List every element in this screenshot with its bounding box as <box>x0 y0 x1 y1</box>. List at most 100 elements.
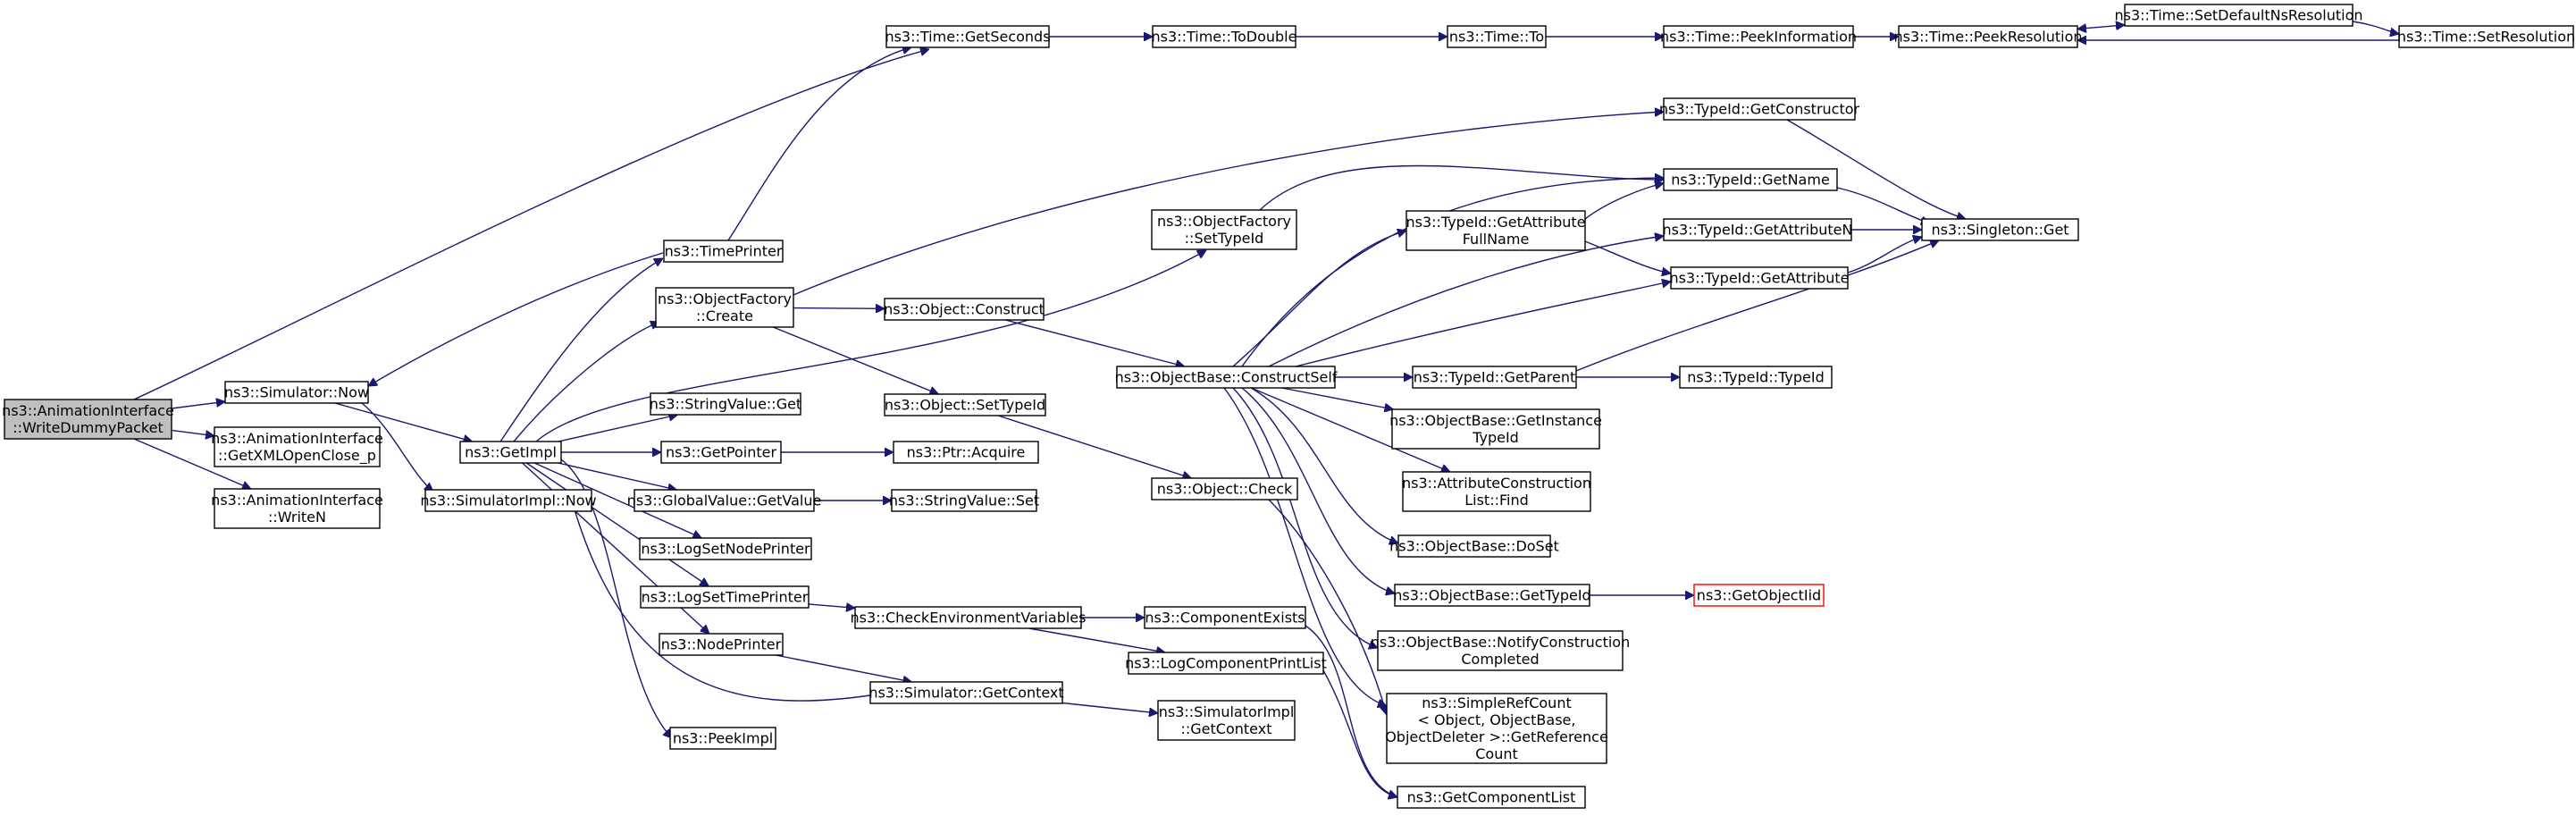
call-edge-peekres-to-setdefault <box>2077 25 2125 29</box>
node-peekres[interactable]: ns3::Time::PeekResolution <box>1893 25 2083 48</box>
call-edge-constructself-to-getattr <box>1295 282 1671 367</box>
node-label: ns3::ObjectBase::GetTypeId <box>1393 586 1590 603</box>
node-typeidctor[interactable]: ns3::TypeId::TypeId <box>1679 366 1833 389</box>
node-getpointer[interactable]: ns3::GetPointer <box>660 441 782 464</box>
call-edge-timeprinter-to-simnow <box>368 252 664 387</box>
node-box <box>2398 25 2574 48</box>
node-label: ::SetTypeId <box>1185 230 1264 247</box>
node-label: ns3::Time::PeekResolution <box>1893 28 2082 45</box>
node-label: ns3::GetObjectIid <box>1697 586 1821 603</box>
call-edge-getconstructor-to-singleton <box>1786 119 1966 219</box>
node-getconstructor[interactable]: ns3::TypeId::GetConstructor <box>1659 97 1860 121</box>
node-setres[interactable]: ns3::Time::SetResolution <box>2397 25 2575 48</box>
node-box <box>1128 652 1324 675</box>
node-peekimpl[interactable]: ns3::PeekImpl <box>669 727 776 750</box>
node-simnow[interactable]: ns3::Simulator::Now <box>224 381 369 404</box>
node-simgetctx[interactable]: ns3::Simulator::GetContext <box>868 681 1064 704</box>
node-getimpl[interactable]: ns3::GetImpl <box>459 441 562 464</box>
node-label: ns3::Simulator::Now <box>224 383 369 400</box>
node-gvgetvalue[interactable]: ns3::GlobalValue::GetValue <box>627 489 822 512</box>
call-edge-constructself-to-simplerefcount <box>1223 387 1387 706</box>
node-label: ns3::LogComponentPrintList <box>1125 654 1327 671</box>
node-box <box>224 381 369 404</box>
node-box <box>1144 606 1306 629</box>
node-constructself[interactable]: ns3::ObjectBase::ConstructSelf <box>1115 366 1338 389</box>
call-edge-objsettypeid-to-objcheck <box>997 415 1191 478</box>
node-strset[interactable]: ns3::StringValue::Set <box>889 489 1039 512</box>
call-edge-getimpl-to-ofcreate <box>513 322 659 442</box>
call-edge-ofcreate-to-objconstruct <box>793 308 885 309</box>
node-obgettypeid[interactable]: ns3::ObjectBase::GetTypeId <box>1393 584 1591 607</box>
node-notifyconstr[interactable]: ns3::ObjectBase::NotifyConstructionCompl… <box>1371 630 1630 671</box>
node-box <box>2124 4 2354 27</box>
node-getseconds[interactable]: ns3::Time::GetSeconds <box>885 25 1051 48</box>
node-getobjectiid[interactable]: ns3::GetObjectIid <box>1693 584 1825 607</box>
node-label: ns3::ObjectBase::ConstructSelf <box>1115 368 1338 385</box>
node-writen[interactable]: ns3::AnimationInterface::WriteN <box>211 488 383 529</box>
node-compexists[interactable]: ns3::ComponentExists <box>1144 606 1306 629</box>
node-peekinfo[interactable]: ns3::Time::PeekInformation <box>1660 25 1857 48</box>
node-label: ns3::ObjectFactory <box>1157 213 1291 230</box>
node-box <box>660 441 782 464</box>
node-box <box>1152 25 1296 48</box>
node-ofcreate[interactable]: ns3::ObjectFactory::Create <box>655 287 794 328</box>
node-box <box>884 298 1045 321</box>
node-simimplctx[interactable]: ns3::SimulatorImpl::GetContext <box>1157 700 1296 741</box>
call-edge-timeprinter-to-getseconds <box>727 47 911 241</box>
node-box <box>1116 366 1336 389</box>
call-edge-root-to-getseconds <box>133 49 929 400</box>
node-ofsettypeid[interactable]: ns3::ObjectFactory::SetTypeId <box>1151 209 1297 250</box>
node-getattr[interactable]: ns3::TypeId::GetAttribute <box>1669 266 1850 290</box>
node-box <box>1394 584 1590 607</box>
node-objconstruct[interactable]: ns3::Object::Construct <box>884 298 1045 321</box>
node-ptracquire[interactable]: ns3::Ptr::Acquire <box>893 441 1039 464</box>
node-getattrn[interactable]: ns3::TypeId::GetAttributeN <box>1663 218 1853 241</box>
node-logsettime[interactable]: ns3::LogSetTimePrinter <box>640 585 810 609</box>
call-edge-simgetctx-to-getimpl <box>572 501 871 702</box>
node-box <box>459 441 562 464</box>
node-simimplnow[interactable]: ns3::SimulatorImpl::Now <box>420 489 597 512</box>
function-nodes: ns3::AnimationInterface::WriteDummyPacke… <box>2 4 2575 809</box>
node-logsetnode[interactable]: ns3::LogSetNodePrinter <box>639 537 812 560</box>
node-label: ns3::ObjectBase::NotifyConstruction <box>1371 634 1630 651</box>
node-logcompprint[interactable]: ns3::LogComponentPrintList <box>1125 652 1327 675</box>
node-objsettypeid[interactable]: ns3::Object::SetTypeId <box>884 393 1046 416</box>
node-label: ns3::ObjectBase::GetInstance <box>1389 412 1602 429</box>
node-label: ns3::SimulatorImpl::Now <box>420 492 596 509</box>
node-strget[interactable]: ns3::StringValue::Get <box>650 392 801 416</box>
node-box <box>1447 25 1547 48</box>
node-objcheck[interactable]: ns3::Object::Check <box>1151 477 1298 501</box>
node-label: ns3::Singleton::Get <box>1931 221 2068 238</box>
node-label: ns3::TypeId::TypeId <box>1687 368 1824 385</box>
node-checkenv[interactable]: ns3::CheckEnvironmentVariables <box>851 606 1087 629</box>
node-nodeprinter[interactable]: ns3::NodePrinter <box>659 633 784 656</box>
node-label: ns3::AnimationInterface <box>2 402 174 419</box>
node-todouble[interactable]: ns3::Time::ToDouble <box>1152 25 1297 48</box>
node-label: ns3::Object::SetTypeId <box>885 396 1045 413</box>
node-singleton[interactable]: ns3::Singleton::Get <box>1921 218 2079 241</box>
node-timeprinter[interactable]: ns3::TimePrinter <box>663 240 784 263</box>
node-getxml[interactable]: ns3::AnimationInterface::GetXMLOpenClose… <box>211 426 383 467</box>
node-timeto[interactable]: ns3::Time::To <box>1447 25 1547 48</box>
node-getparent[interactable]: ns3::TypeId::GetParent <box>1412 366 1577 389</box>
node-box <box>884 393 1046 416</box>
node-getcomplist[interactable]: ns3::GetComponentList <box>1397 786 1586 809</box>
node-label: ns3::AnimationInterface <box>211 430 383 447</box>
call-edge-getimpl-to-ofsettypeid <box>535 249 1206 442</box>
node-simplerefcount[interactable]: ns3::SimpleRefCount< Object, ObjectBase,… <box>1385 693 1608 764</box>
node-box <box>1898 25 2078 48</box>
node-setdefault[interactable]: ns3::Time::SetDefaultNsResolution <box>2114 4 2363 27</box>
node-doset[interactable]: ns3::ObjectBase::DoSet <box>1389 534 1559 558</box>
node-getname[interactable]: ns3::TypeId::GetName <box>1663 168 1838 191</box>
node-root[interactable]: ns3::AnimationInterface::WriteDummyPacke… <box>2 399 174 440</box>
node-label: ns3::Simulator::GetContext <box>868 684 1063 701</box>
call-edge-getimpl-to-peekimpl <box>560 458 672 738</box>
node-box <box>891 489 1037 512</box>
node-box <box>663 240 784 263</box>
node-box <box>1670 266 1849 290</box>
node-label: ns3::GetImpl <box>465 443 557 460</box>
node-box <box>1412 366 1577 389</box>
